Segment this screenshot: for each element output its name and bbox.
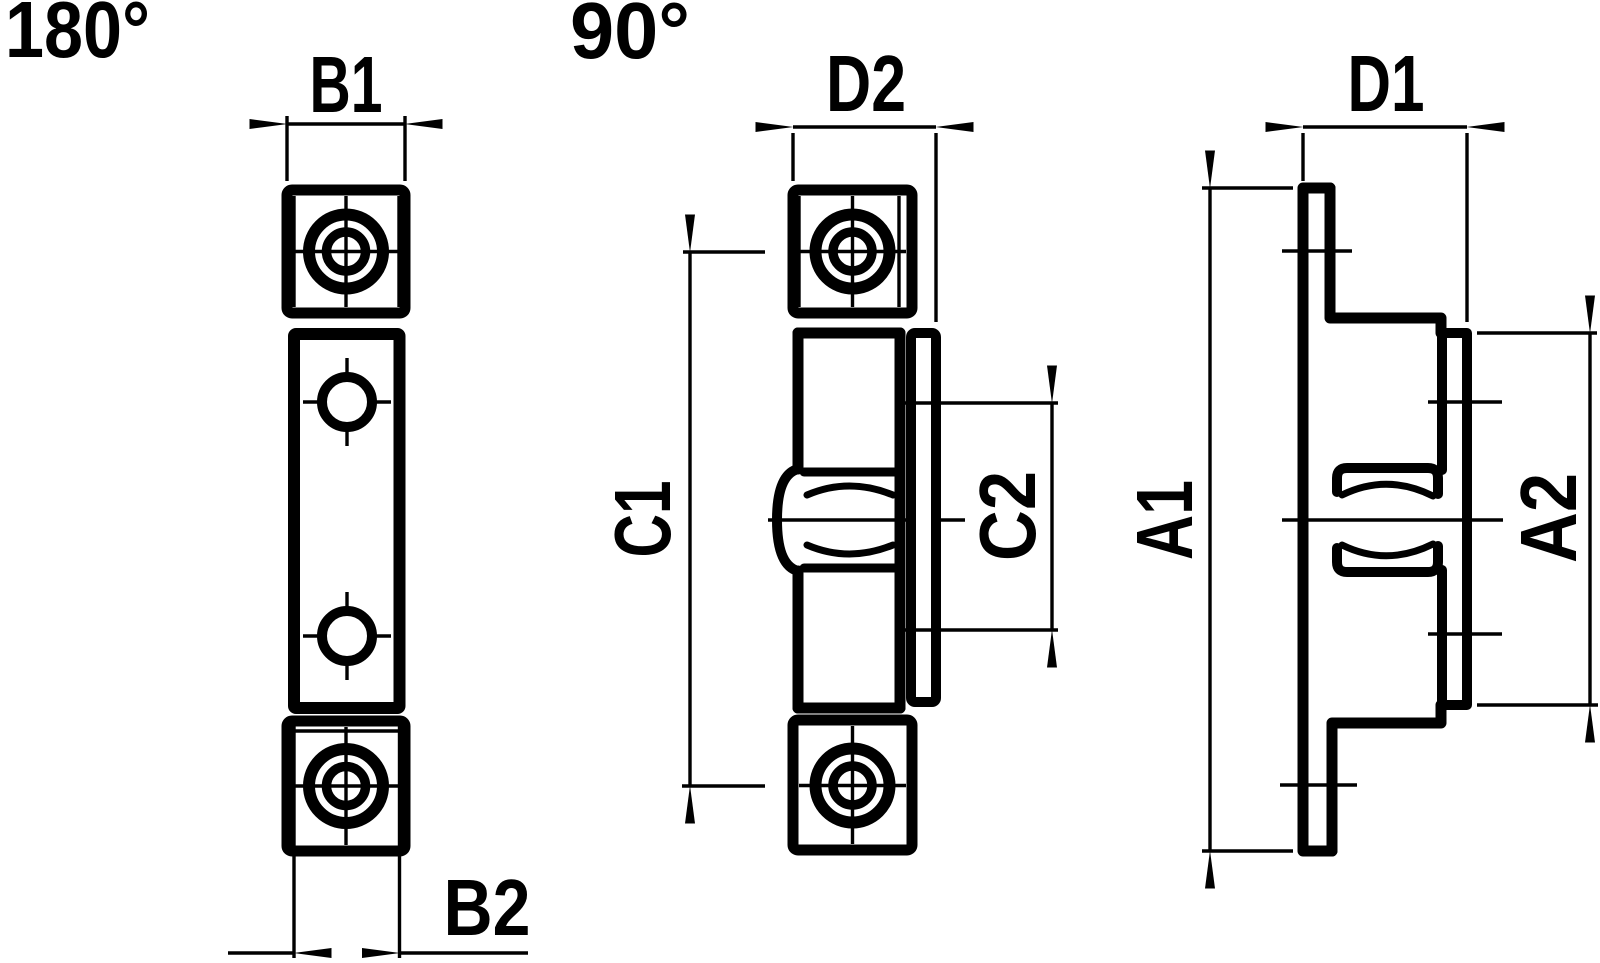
dimension-label-b1: B1 — [310, 40, 383, 129]
bottom-knuckle-block — [787, 714, 918, 856]
angle-label-180: 180° — [5, 0, 150, 74]
bottom-knuckle-block — [281, 715, 411, 857]
pin-bore-inner — [321, 761, 371, 811]
pivot-dish-curve — [803, 482, 897, 499]
pin-bore-outer — [303, 743, 389, 829]
pin-bore-inner — [828, 227, 877, 276]
pivot-assembly — [799, 467, 900, 573]
dimension-c1: C1 — [598, 214, 765, 824]
view-hinge-90-profile: D1 A1 — [1120, 39, 1598, 889]
hinge-leaf — [288, 328, 406, 714]
dimension-a1: A1 — [1120, 150, 1293, 889]
dimension-label-a1: A1 — [1120, 480, 1209, 560]
dimension-label-a2: A2 — [1504, 473, 1593, 563]
leaf-lower-jog — [1326, 699, 1447, 857]
dimension-label-b2: B2 — [444, 863, 531, 952]
hole-circle — [317, 606, 377, 666]
dimension-b1: B1 — [249, 40, 443, 181]
pin-bore-outer — [303, 208, 389, 295]
hole-circle — [317, 372, 377, 432]
leaf-profile — [1280, 182, 1503, 857]
dimension-label-c1: C1 — [598, 481, 687, 558]
view-hinge-180-front: 180° B1 — [5, 0, 531, 958]
dimension-label-d2: D2 — [826, 39, 906, 128]
pin-bore-outer — [809, 208, 896, 295]
mounting-hole — [303, 358, 391, 446]
pin-bore-inner — [828, 761, 877, 810]
leaf-outline — [288, 328, 406, 714]
dimension-d1: D1 — [1265, 39, 1505, 322]
view-hinge-90-side: 90° D2 — [570, 0, 1058, 856]
mounting-hole — [303, 592, 391, 680]
dimension-a2: A2 — [1477, 295, 1598, 743]
top-knuckle-block — [787, 184, 918, 319]
dimension-c2: C2 — [897, 365, 1058, 668]
pivot-dish-curve — [803, 541, 897, 558]
top-knuckle-block — [281, 184, 411, 319]
pin-bore-outer — [809, 742, 896, 829]
mounting-flange — [906, 328, 941, 707]
pin-bore-inner — [321, 227, 371, 276]
dimension-label-d1: D1 — [1348, 39, 1425, 128]
dimension-d2: D2 — [755, 39, 974, 322]
dimension-label-c2: C2 — [963, 471, 1052, 561]
angle-label-90: 90° — [570, 0, 690, 75]
pivot-dish-curve — [1338, 480, 1437, 500]
pivot-dish-curve — [1338, 540, 1437, 560]
pivot-rivet-head — [1332, 541, 1443, 577]
pivot-assembly — [1332, 463, 1443, 577]
dimension-b2: B2 — [228, 718, 531, 958]
leaf-body-edge — [768, 327, 965, 714]
pivot-rivet-head — [1332, 463, 1443, 499]
leaf-upper-jog — [1324, 182, 1447, 339]
